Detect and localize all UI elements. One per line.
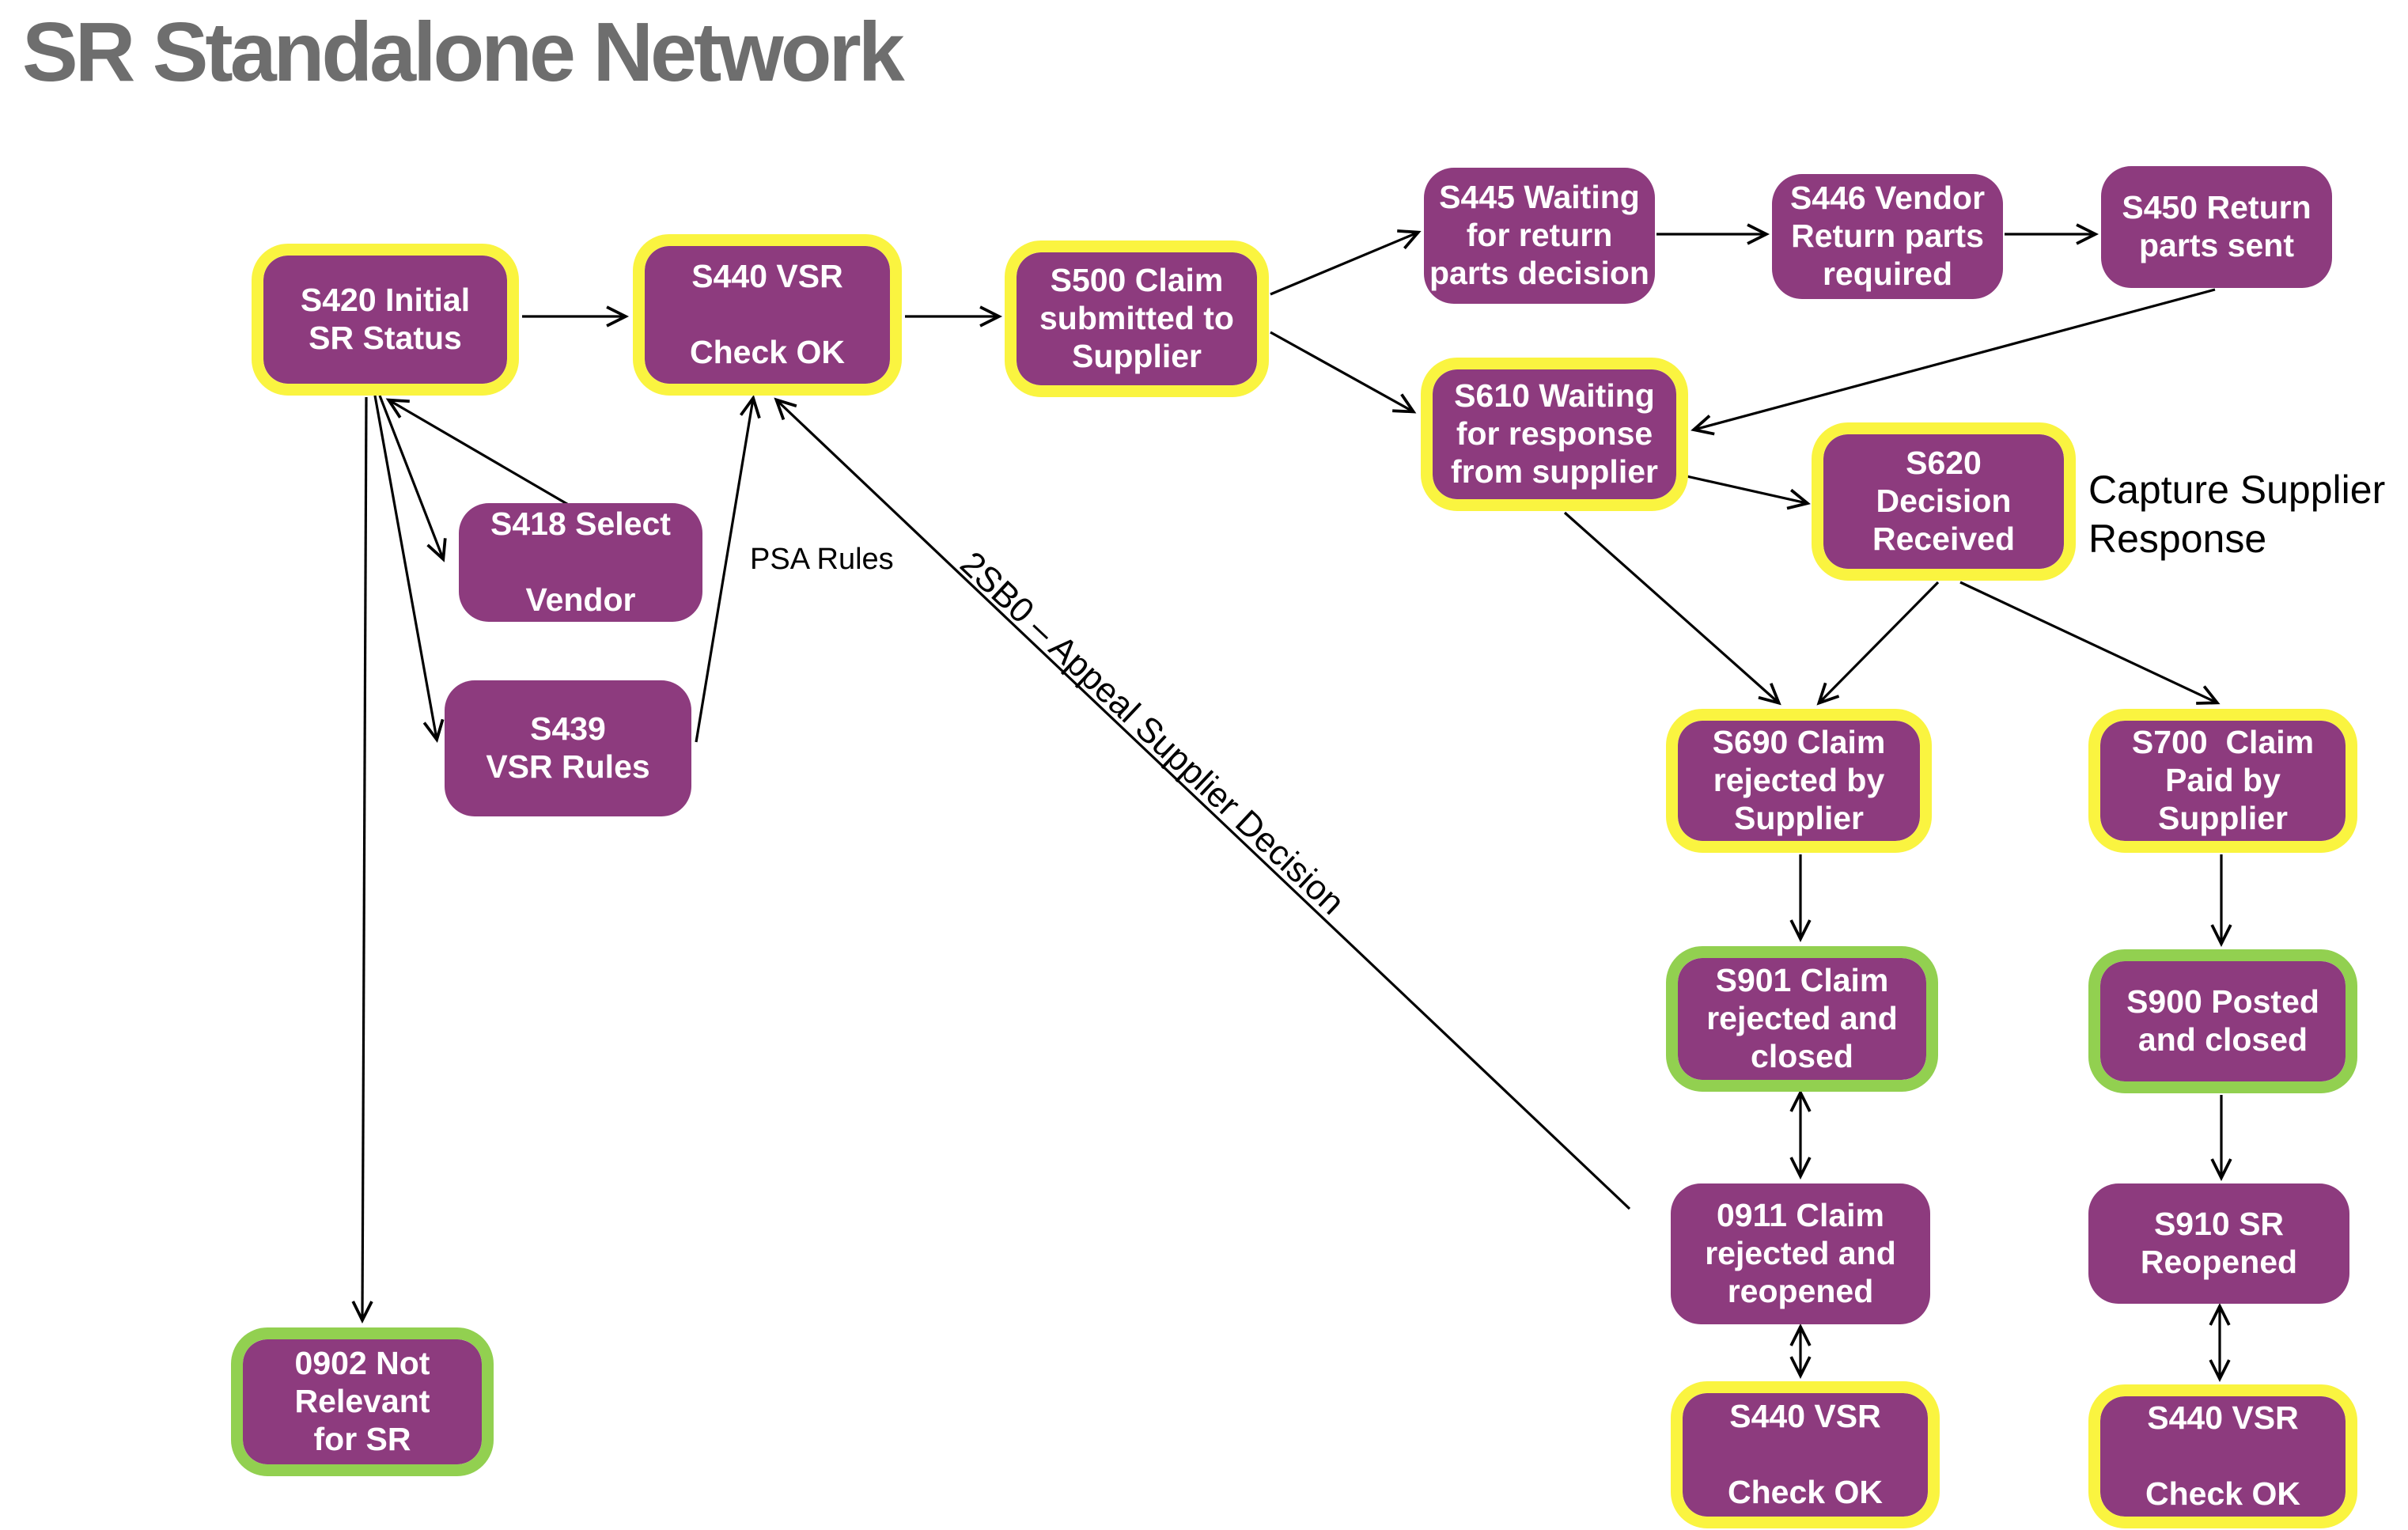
node-s910-sr-reopened: S910 SR Reopened: [2088, 1183, 2349, 1304]
node-label: S420 Initial SR Status: [300, 282, 471, 356]
node-s690-claim-rejected-by-supplier: S690 Claim rejected by Supplier: [1666, 709, 1932, 853]
node-label: S418 Select Vendor: [490, 506, 671, 618]
node-label: S690 Claim rejected by Supplier: [1712, 724, 1886, 836]
node-s420-initial-sr-status: S420 Initial SR Status: [252, 244, 519, 396]
node-label: S440 VSR Check OK: [690, 258, 845, 370]
node-label: 0911 Claim rejected and reopened: [1705, 1197, 1896, 1309]
edge-s420-s439: [373, 395, 445, 743]
edge-s620-s690: [1816, 581, 1940, 706]
node-s901-claim-rejected-closed: S901 Claim rejected and closed: [1666, 946, 1938, 1092]
node-s440-vsr-check-ok-3: S440 VSR Check OK: [2088, 1384, 2357, 1528]
edge-label-psa-rules: PSA Rules: [750, 543, 894, 576]
node-0902-not-relevant-for-sr: 0902 Not Relevant for SR: [231, 1327, 494, 1476]
node-s610-waiting-response: S610 Waiting for response from supplier: [1421, 358, 1688, 511]
node-label: S445 Waiting for return parts decision: [1429, 179, 1649, 291]
node-label: S440 VSR Check OK: [1728, 1398, 1883, 1510]
node-s445-waiting-return-parts: S445 Waiting for return parts decision: [1424, 168, 1655, 304]
edge-s420-0902: [351, 396, 373, 1324]
edge-s500-s610: [1270, 331, 1417, 414]
node-label: S700 Claim Paid by Supplier: [2131, 724, 2315, 836]
node-s900-posted-closed: S900 Posted and closed: [2088, 949, 2357, 1093]
edge-s418-s420: [385, 398, 572, 508]
page-title: SR Standalone Network: [22, 6, 905, 99]
node-label: S610 Waiting for response from supplier: [1451, 377, 1658, 490]
node-label: S440 VSR Check OK: [2145, 1399, 2300, 1512]
edge-s610-s620: [1686, 475, 1811, 510]
node-s700-claim-paid-by-supplier: S700 Claim Paid by Supplier: [2088, 709, 2357, 853]
edge-s610-s690: [1563, 511, 1781, 706]
node-label: S910 SR Reopened: [2140, 1206, 2298, 1280]
edge-s500-s445: [1270, 229, 1422, 296]
node-s500-claim-submitted: S500 Claim submitted to Supplier: [1005, 240, 1269, 397]
node-label: S901 Claim rejected and closed: [1706, 962, 1898, 1074]
edge-s439-s440-psa: [695, 395, 761, 743]
node-label: S900 Posted and closed: [2126, 983, 2319, 1058]
node-label: S450 Return parts sent: [2122, 189, 2311, 263]
edge-s620-s700: [1959, 581, 2221, 705]
node-s620-decision-received: S620 Decision Received: [1812, 422, 2076, 581]
edge-s420-s418: [378, 395, 447, 562]
node-s446-vendor-return-parts: S446 Vendor Return parts required: [1772, 174, 2003, 299]
node-label: S446 Vendor Return parts required: [1789, 180, 1986, 292]
node-label: S500 Claim submitted to Supplier: [1039, 262, 1234, 374]
edge-s450-s610: [1691, 288, 2216, 436]
node-0911-claim-rejected-reopened: 0911 Claim rejected and reopened: [1671, 1183, 1930, 1324]
node-s418-select-vendor: S418 Select Vendor: [459, 503, 702, 622]
node-s440-vsr-check-ok: S440 VSR Check OK: [633, 234, 902, 396]
node-s450-return-parts-sent: S450 Return parts sent: [2101, 166, 2332, 288]
node-label: S439 VSR Rules: [486, 710, 650, 785]
node-s440-vsr-check-ok-2: S440 VSR Check OK: [1671, 1381, 1940, 1528]
node-s439-vsr-rules: S439 VSR Rules: [445, 680, 691, 816]
node-label: S620 Decision Received: [1872, 445, 2016, 557]
node-label: 0902 Not Relevant for SR: [294, 1345, 430, 1457]
edge-label-2sb0-appeal: 2SB0 – Appeal Supplier Decision: [952, 544, 1352, 922]
annotation-capture-supplier-response: Capture Supplier Response: [2088, 468, 2386, 561]
